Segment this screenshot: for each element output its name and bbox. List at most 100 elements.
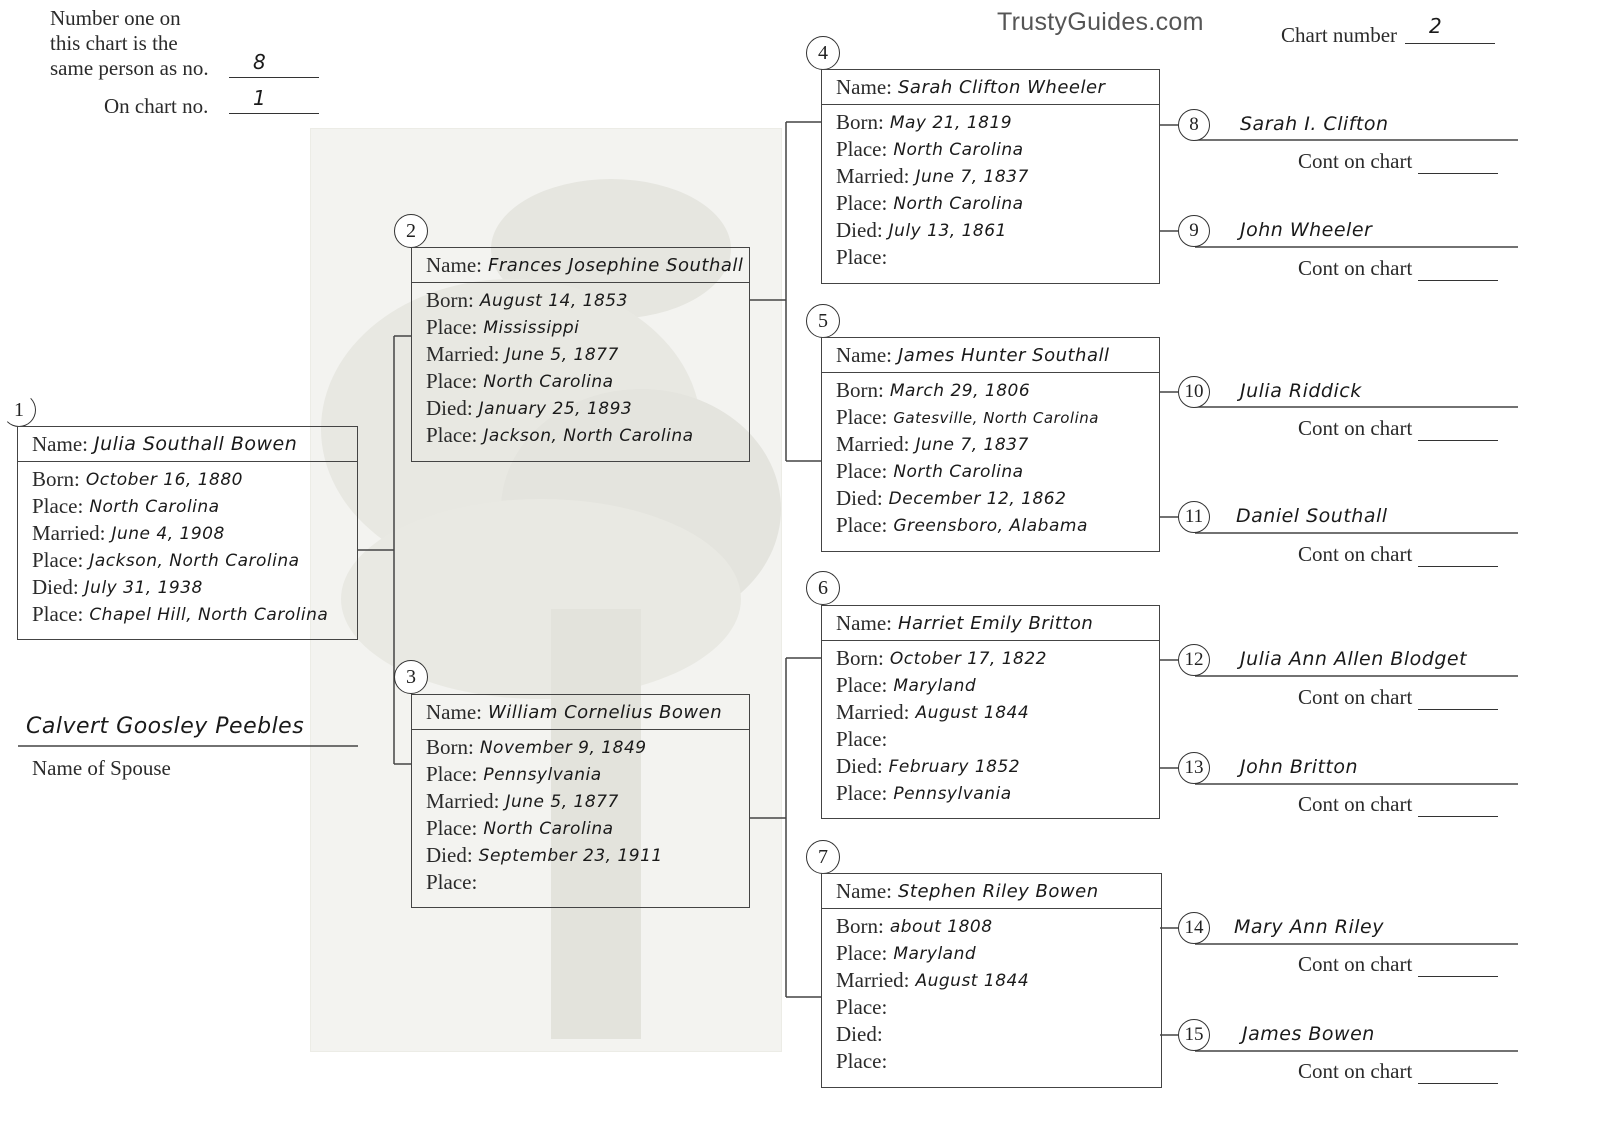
tree-illustration (321, 179, 781, 1039)
born-value: August 14, 1853 (479, 290, 628, 311)
site-brand: TrustyGuides.com (997, 8, 1204, 36)
chart-number-label: Chart number (1281, 23, 1398, 47)
cont-on-chart-label: Cont on chart (1298, 149, 1413, 173)
married-place-value: North Carolina (893, 193, 1024, 214)
person-number-badge: 5 (806, 304, 840, 338)
spouse-name: Calvert Goosley Peebles (26, 714, 305, 739)
place-label: Place: (426, 423, 478, 447)
name-label: Name: (426, 252, 482, 277)
cont-on-chart: Cont on chart (1298, 256, 1498, 281)
name-row: Name:William Cornelius Bowen (412, 695, 749, 730)
person-box-3: Name:William Cornelius Bowen Born:Novemb… (411, 694, 750, 908)
place-label: Place: (426, 315, 478, 339)
born-place-value: North Carolina (893, 139, 1024, 160)
died-label: Died: (32, 575, 79, 599)
ancestor-number-badge: 13 (1178, 752, 1210, 784)
person-number-badge: 1 (2, 393, 36, 427)
died-value: July 31, 1938 (84, 577, 203, 598)
same-person-line-2: this chart is the (50, 31, 178, 55)
place-label: Place: (426, 369, 478, 393)
same-person-line-3: same person as no. (50, 56, 209, 80)
born-value: November 9, 1849 (479, 737, 647, 758)
cont-on-chart-blank (1417, 816, 1498, 817)
cont-on-chart-blank (1417, 440, 1498, 441)
cont-on-chart-blank (1417, 566, 1498, 567)
name-label: Name: (836, 342, 892, 367)
died-value: September 23, 1911 (478, 845, 663, 866)
died-label: Died: (836, 754, 883, 778)
name-row: Name:James Hunter Southall (822, 338, 1159, 373)
cont-on-chart: Cont on chart (1298, 1059, 1498, 1084)
person-name: James Hunter Southall (897, 344, 1110, 366)
ancestor-number-badge: 11 (1178, 501, 1210, 533)
ancestor-name: Daniel Southall (1236, 505, 1388, 527)
died-label: Died: (426, 396, 473, 420)
married-place-value: Jackson, North Carolina (89, 550, 300, 571)
cont-on-chart: Cont on chart (1298, 685, 1498, 710)
died-label: Died: (836, 1022, 883, 1046)
name-label: Name: (32, 431, 88, 456)
married-label: Married: (32, 521, 106, 545)
born-label: Born: (836, 914, 884, 938)
died-label: Died: (836, 486, 883, 510)
died-value: July 13, 1861 (888, 220, 1007, 241)
married-place-value: North Carolina (483, 371, 614, 392)
person-number-badge: 6 (806, 571, 840, 605)
died-place-value: Greensboro, Alabama (893, 515, 1088, 536)
name-row: Name:Sarah Clifton Wheeler (822, 70, 1159, 105)
name-label: Name: (836, 878, 892, 903)
married-label: Married: (426, 342, 500, 366)
person-number-badge: 3 (394, 660, 428, 694)
married-value: June 7, 1837 (915, 434, 1029, 455)
ancestor-name: Mary Ann Riley (1234, 916, 1384, 938)
died-value: December 12, 1862 (888, 488, 1067, 509)
born-place-value: Gatesville, North Carolina (893, 408, 1099, 427)
cont-on-chart-label: Cont on chart (1298, 952, 1413, 976)
died-value: January 25, 1893 (478, 398, 633, 419)
on-chart-label: On chart no. (104, 94, 209, 118)
married-label: Married: (836, 700, 910, 724)
cont-on-chart-label: Cont on chart (1298, 542, 1413, 566)
married-place-value: North Carolina (483, 818, 614, 839)
name-row: Name:Frances Josephine Southall (412, 248, 749, 283)
died-place-value: Jackson, North Carolina (483, 425, 694, 446)
ancestor-number-badge: 14 (1178, 912, 1210, 944)
cont-on-chart-label: Cont on chart (1298, 685, 1413, 709)
name-row: Name:Julia Southall Bowen (18, 427, 357, 462)
born-value: October 16, 1880 (85, 469, 243, 490)
name-row: Name:Stephen Riley Bowen (822, 874, 1161, 909)
married-value: June 5, 1877 (505, 791, 619, 812)
place-label: Place: (426, 816, 478, 840)
place-label: Place: (836, 673, 888, 697)
cont-on-chart-blank (1417, 280, 1498, 281)
born-label: Born: (32, 467, 80, 491)
person-box-7: Name:Stephen Riley Bowen Born:about 1808… (821, 873, 1162, 1088)
ancestor-name: James Bowen (1242, 1023, 1375, 1045)
cont-on-chart: Cont on chart (1298, 149, 1498, 174)
cont-on-chart: Cont on chart (1298, 542, 1498, 567)
person-box-5: Name:James Hunter Southall Born:March 29… (821, 337, 1160, 552)
name-label: Name: (836, 610, 892, 635)
ancestor-number-badge: 12 (1178, 644, 1210, 676)
place-label: Place: (426, 762, 478, 786)
ancestor-number-badge: 15 (1178, 1019, 1210, 1051)
place-label: Place: (836, 995, 888, 1019)
place-label: Place: (836, 941, 888, 965)
person-box-6: Name:Harriet Emily Britton Born:October … (821, 605, 1160, 819)
cont-on-chart-blank (1417, 976, 1498, 977)
place-label: Place: (32, 548, 84, 572)
died-place-value: Chapel Hill, North Carolina (89, 604, 329, 625)
married-label: Married: (426, 789, 500, 813)
died-label: Died: (836, 218, 883, 242)
born-label: Born: (426, 288, 474, 312)
place-label: Place: (836, 191, 888, 215)
cont-on-chart-blank (1417, 173, 1498, 174)
person-name: Sarah Clifton Wheeler (897, 76, 1106, 98)
place-label: Place: (32, 494, 84, 518)
ancestor-number-badge: 9 (1178, 215, 1210, 247)
born-place-value: North Carolina (89, 496, 220, 517)
place-label: Place: (32, 602, 84, 626)
place-label: Place: (836, 781, 888, 805)
married-label: Married: (836, 968, 910, 992)
